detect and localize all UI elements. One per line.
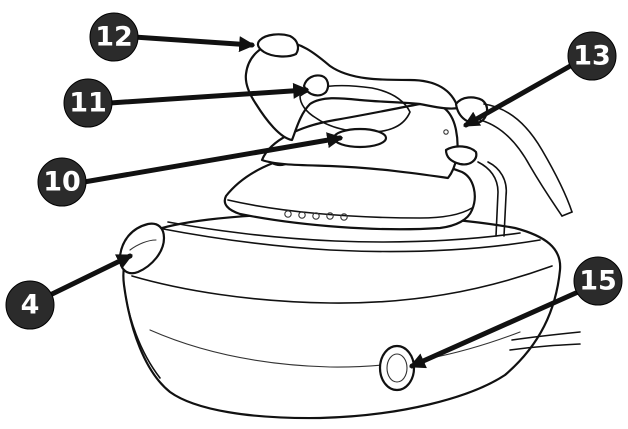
callout-10-label: 10 [43,167,81,198]
steam-dial [378,344,416,392]
handle-grip-opening [299,84,411,133]
pointer-12 [131,34,256,53]
base-side-panel [123,284,161,379]
pointer-13 [463,62,575,128]
callout-10: 10 [37,157,87,207]
pointer-11 [107,82,310,106]
base-front-contour [131,265,553,304]
callout-12-label: 12 [95,22,133,53]
callout-4: 4 [5,280,55,330]
base-rim [157,227,541,253]
callout-4-label: 4 [21,290,40,321]
iron-rest-bracket [477,161,499,237]
steam-hose [479,103,573,217]
callout-13-label: 13 [573,41,611,72]
base-station [118,212,581,420]
callout-13: 13 [567,31,617,81]
base-power-cord [511,331,581,341]
top-trigger [256,33,300,58]
pointer-4 [45,253,133,299]
steam-trigger [302,74,330,97]
callout-11: 11 [63,78,113,128]
callout-15: 15 [573,256,623,306]
iron-handle [244,40,460,142]
soleplate-edge [227,199,473,219]
pointer-lines [45,34,581,369]
base-lower-contour [149,329,521,368]
callout-12: 12 [89,12,139,62]
callout-15-label: 15 [579,266,617,297]
indicator-lights [284,210,348,221]
pointer-15 [409,289,581,369]
callout-11-label: 11 [69,88,107,119]
base-rim-inner [167,221,521,243]
iron [223,33,508,237]
pointer-10 [81,132,344,185]
iron-rear-hinge [444,145,478,166]
base-body [122,212,562,420]
